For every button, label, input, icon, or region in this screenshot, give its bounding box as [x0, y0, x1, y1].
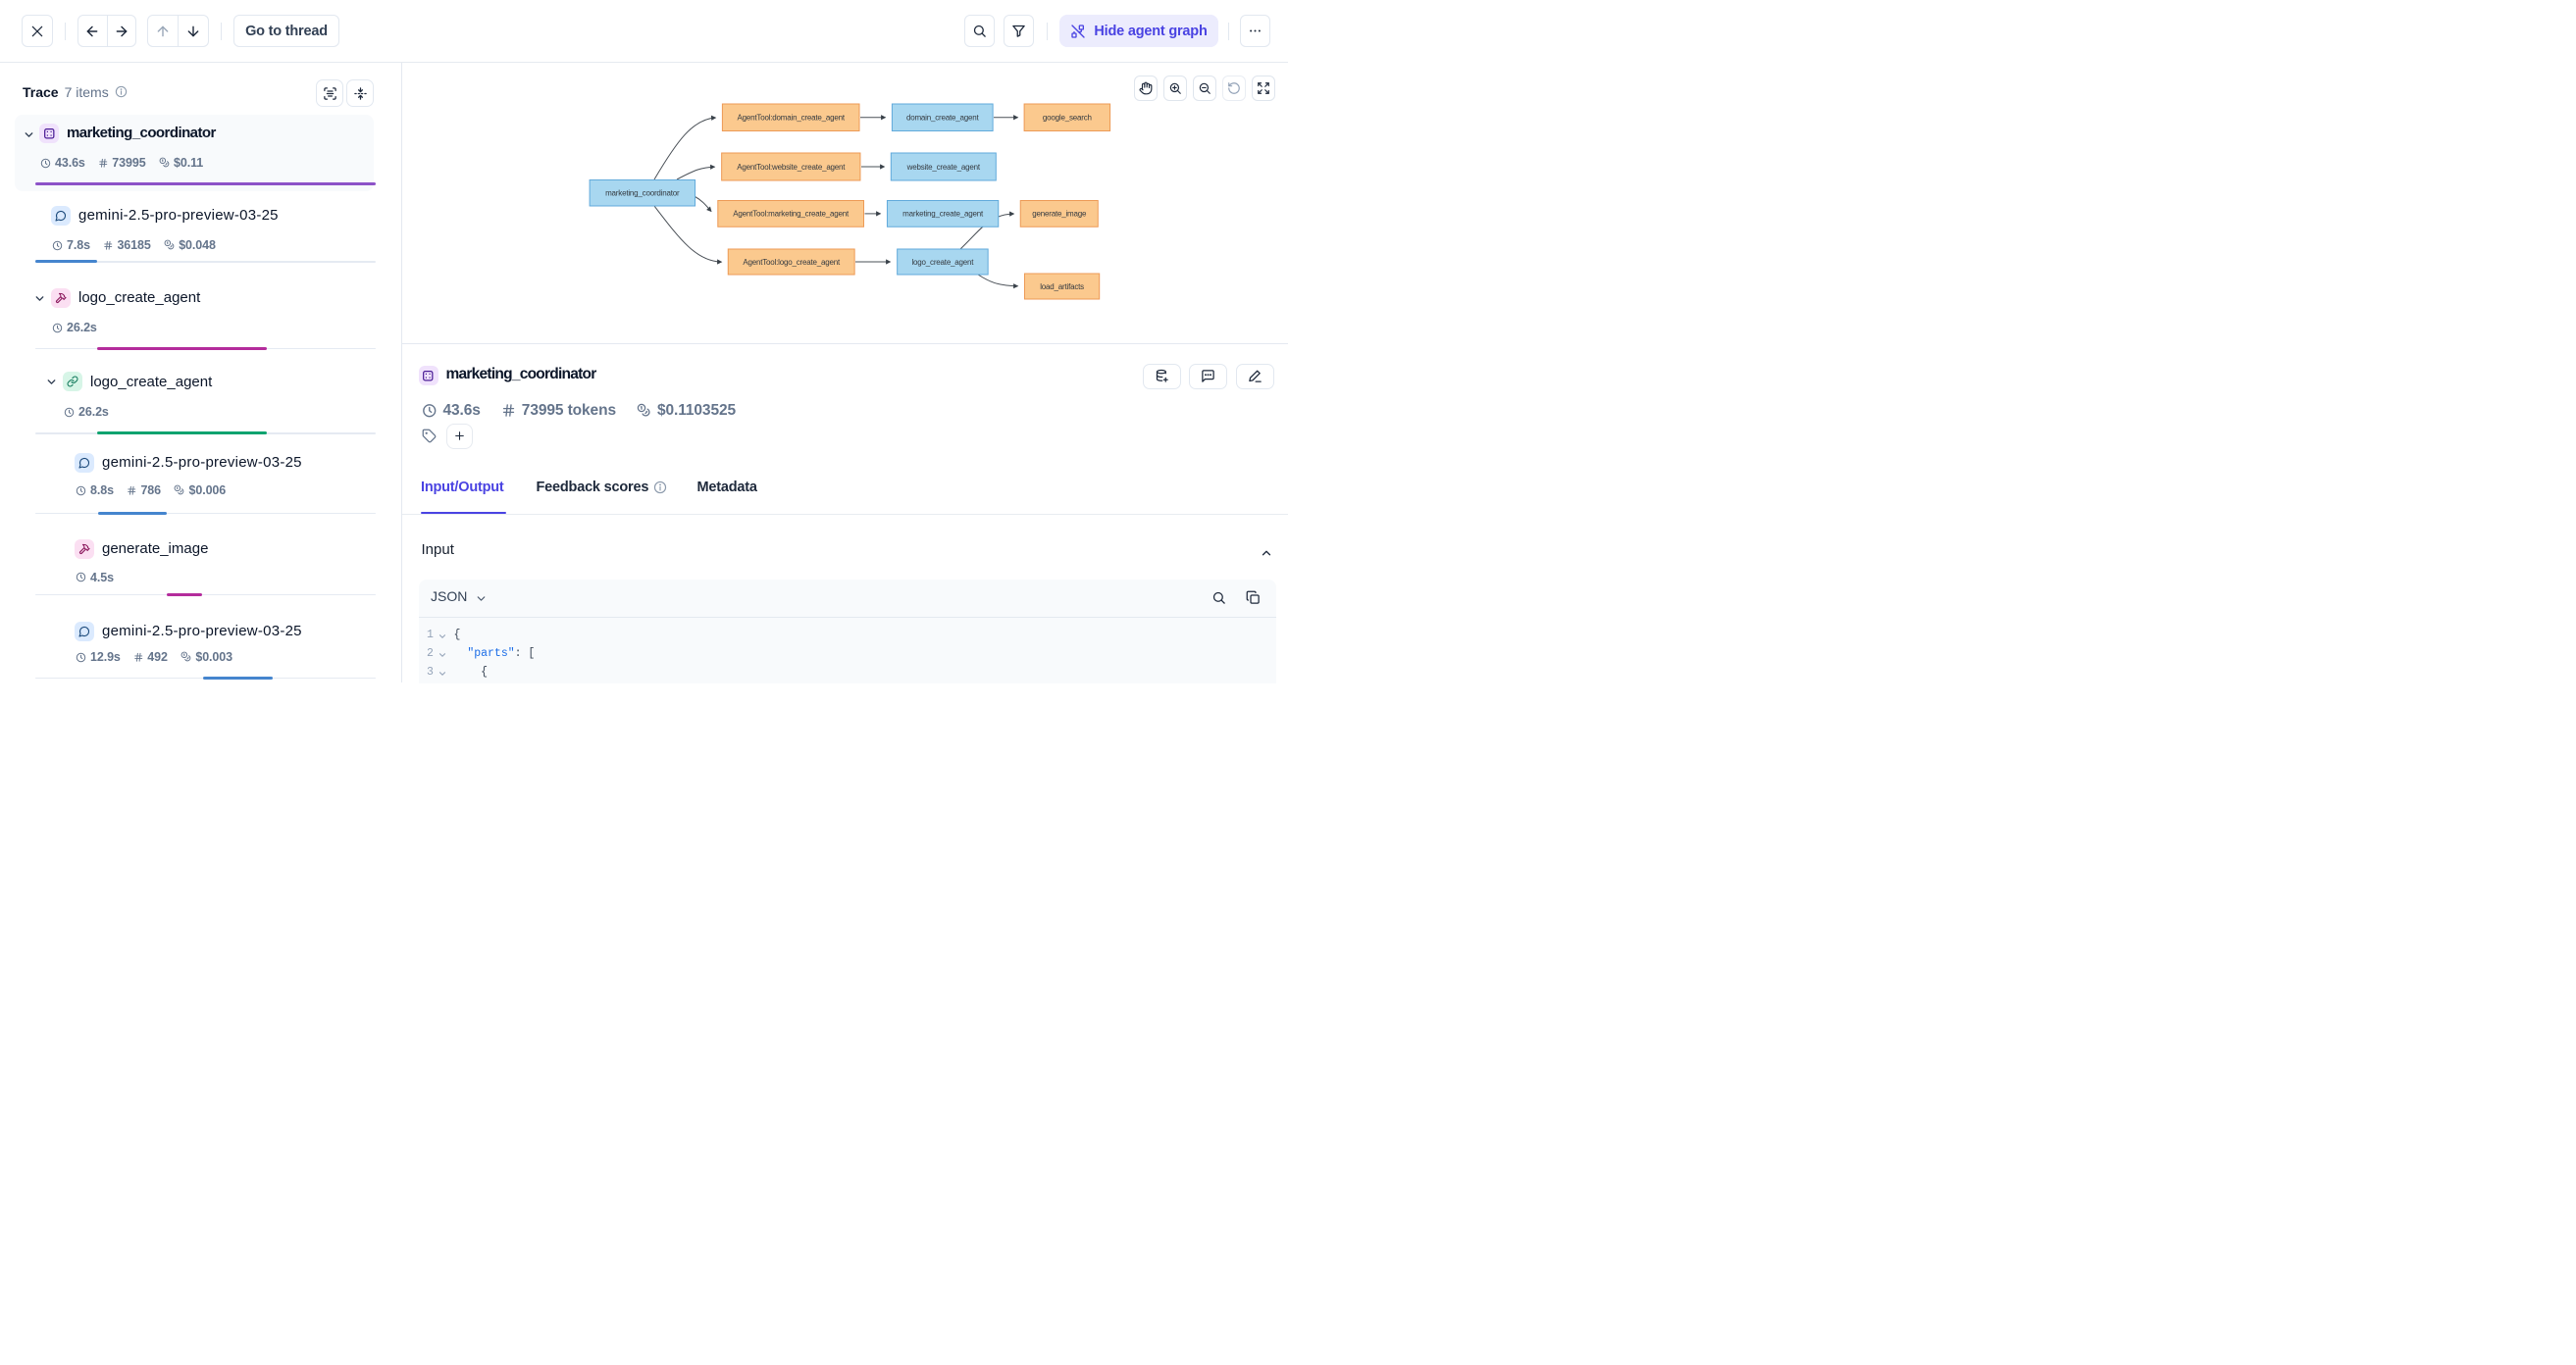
svg-text:website_create_agent: website_create_agent [906, 163, 981, 172]
svg-text:AgentTool:website_create_agent: AgentTool:website_create_agent [737, 163, 846, 172]
svg-text:AgentTool:logo_create_agent: AgentTool:logo_create_agent [743, 258, 841, 267]
svg-text:marketing_coordinator: marketing_coordinator [605, 189, 680, 198]
svg-text:AgentTool:domain_create_agent: AgentTool:domain_create_agent [737, 114, 845, 123]
svg-text:google_search: google_search [1043, 114, 1092, 123]
svg-text:domain_create_agent: domain_create_agent [906, 114, 980, 123]
svg-text:logo_create_agent: logo_create_agent [911, 258, 974, 267]
svg-text:generate_image: generate_image [1032, 210, 1087, 219]
svg-text:marketing_create_agent: marketing_create_agent [902, 210, 984, 219]
svg-text:load_artifacts: load_artifacts [1040, 282, 1084, 291]
svg-text:AgentTool:marketing_create_age: AgentTool:marketing_create_agent [733, 210, 850, 219]
